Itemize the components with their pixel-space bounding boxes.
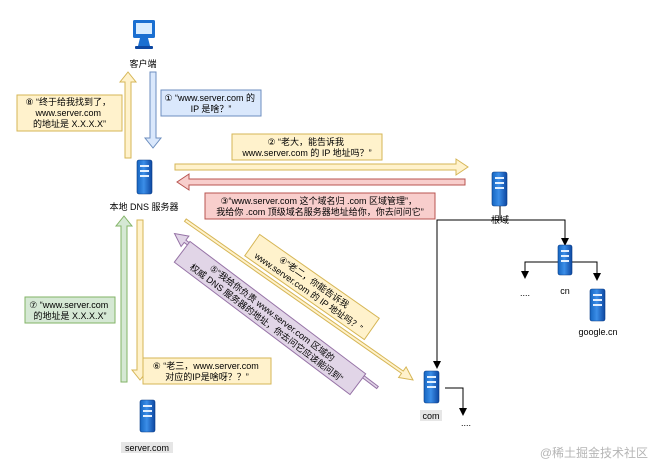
root-label: 根域 [491,214,509,225]
arrow-step-6 [130,219,150,381]
message-2-line-1: ② “老大，能告诉我 [267,136,344,147]
message-box-1 [160,89,262,117]
watermark: @稀土掘金技术社区 [540,445,648,460]
svg-text:⑦ “www.server.com 的地址是 X.X: ⑦ “www.server.com 的地址是 X.X.X.X” [29,300,111,321]
message-1-line-1: ① “www.server.com 的 [164,92,255,103]
local-dns-label: 本地 DNS 服务器 [109,201,178,212]
com-subtree-connector [445,387,467,416]
com-label-bg [420,410,442,421]
message-7-line-2: 的地址是 X.X.X.X” [33,310,106,321]
server-com-label: server.com [125,443,169,453]
local-dns-server-icon [136,159,153,195]
message-box-7 [24,296,116,324]
root-server-icon [491,171,508,207]
svg-text:⑧ “终于给我找到了， www.server.com: ⑧ “终于给我找到了， www.server.com 的地址是 X.X.X.X” [25,96,113,129]
message-box-6 [142,357,272,385]
arrow-step-4 [183,218,414,381]
arrow-step-3 [176,173,466,191]
arrow-step-7 [114,215,134,383]
root-to-com-connector [433,198,569,369]
google-cn-label: google.cn [578,327,617,337]
com-server-icon [423,370,440,404]
message-7-line-1: ⑦ “www.server.com [29,300,108,310]
cn-children-ellipsis: .... [520,288,530,298]
svg-text:③“www.server.com 这个域名归 .com 区域: ③“www.server.com 这个域名归 .com 区域管理”， 我给你 .… [216,195,424,217]
client-monitor-icon [133,20,155,49]
cn-subtree-connector [521,261,601,281]
message-box-3 [204,192,436,220]
message-box-5 [173,240,367,396]
client-label: 客户端 [129,58,156,69]
message-3-line-1: ③“www.server.com 这个域名归 .com 区域管理”， [220,195,417,206]
svg-text:② “老大，能告诉我 www.server.com: ② “老大，能告诉我 www.server.com 的 IP 地址吗？” [241,136,371,158]
com-children-ellipsis: .... [461,418,471,428]
message-8-line-1: ⑧ “终于给我找到了， [25,96,111,107]
message-box-2 [231,133,383,161]
cn-server-icon [557,244,573,276]
message-8-line-3: 的地址是 X.X.X.X” [33,118,106,129]
message-1-line-2: IP 是啥？” [191,103,232,114]
server-com-server-icon [139,399,156,433]
cn-label: cn [560,286,570,296]
message-3-line-2: 我给你 .com 顶级域名服务器地址给你，你去问问它” [216,206,424,217]
com-label: com [422,411,439,421]
svg-text:① “www.server.com 的 IP 是啥？: ① “www.server.com 的 IP 是啥？” [164,92,257,114]
arrow-step-2 [174,158,469,176]
svg-text:⑥ “老三，www.server.com 对应的IP: ⑥ “老三，www.server.com 对应的IP是啥呀？？” [153,360,262,382]
message-6-line-1: ⑥ “老三，www.server.com [153,360,259,371]
server-com-label-bg [121,442,173,453]
message-box-8 [16,94,123,132]
arrow-step-1 [143,71,163,149]
message-6-line-2: 对应的IP是啥呀？？” [165,371,249,382]
message-8-line-2: www.server.com [34,108,101,118]
google-cn-server-icon [589,288,606,322]
message-2-line-2: www.server.com 的 IP 地址吗？” [241,147,371,158]
arrow-step-8 [118,71,138,159]
message-box-4 [244,233,380,341]
